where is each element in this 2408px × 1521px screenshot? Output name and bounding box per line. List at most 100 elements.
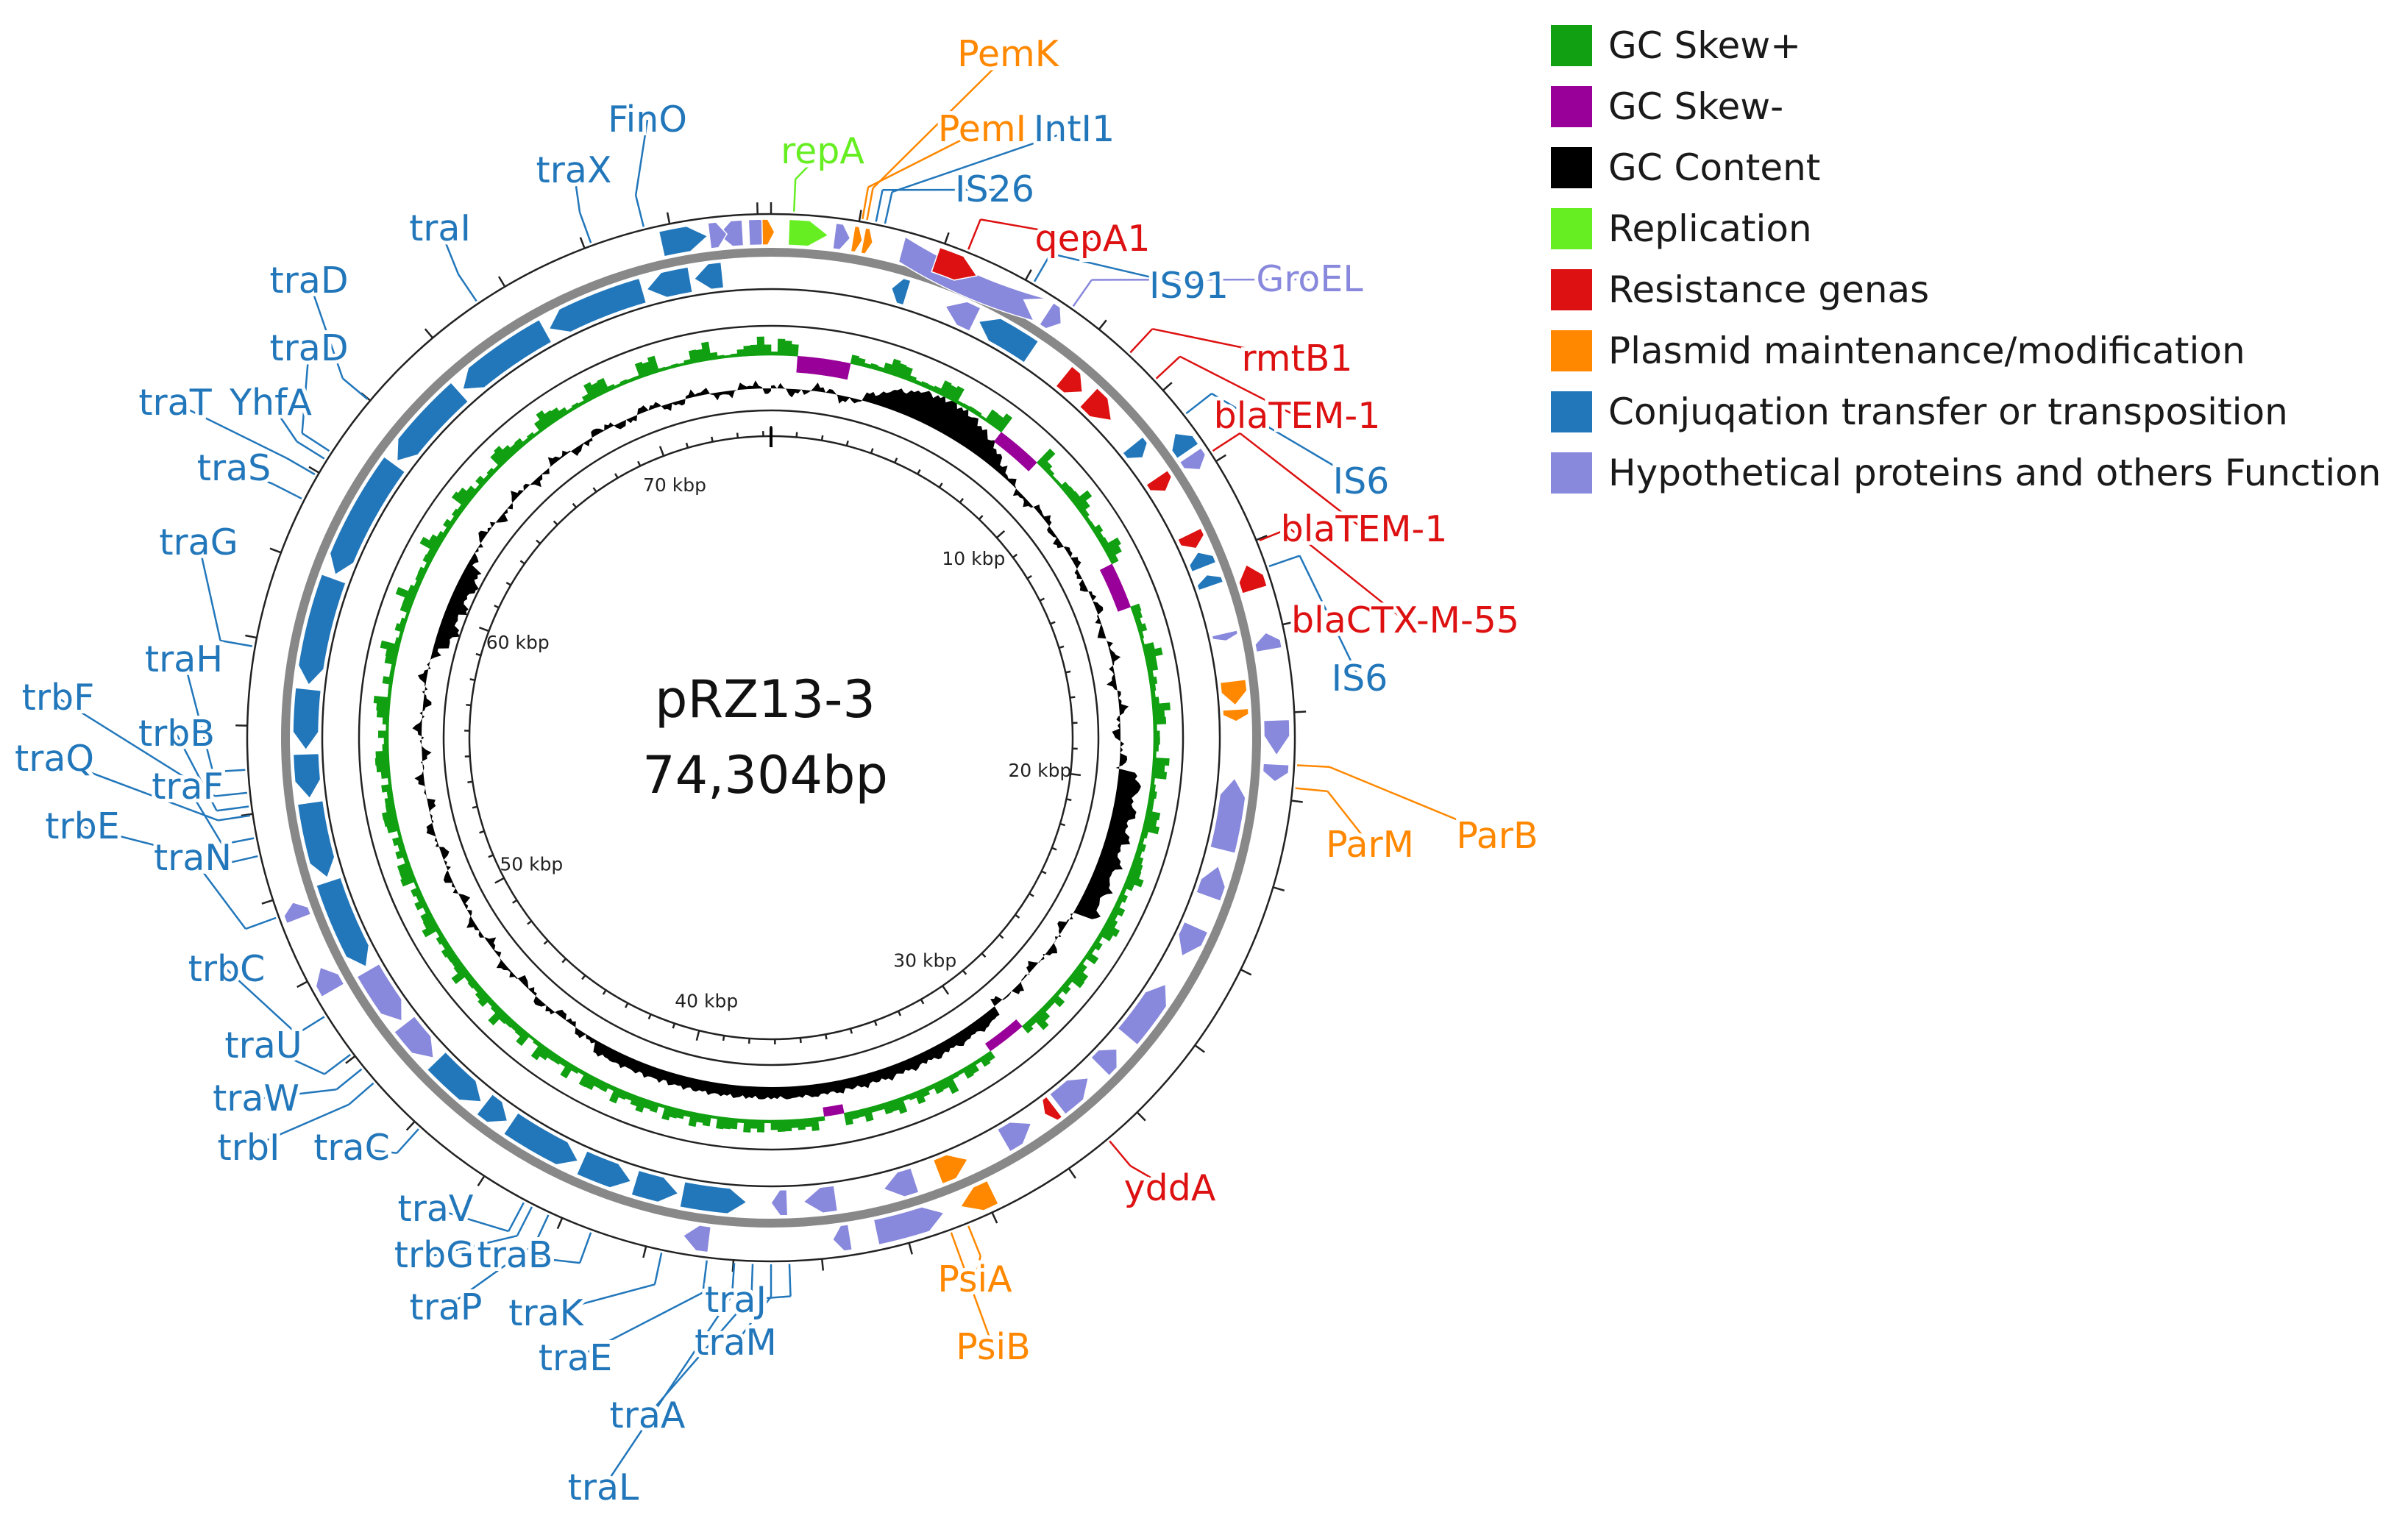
gene-label-pemi: PemI bbox=[938, 108, 1026, 150]
gc-skew-segment bbox=[658, 366, 667, 373]
outer-tick bbox=[1290, 799, 1303, 803]
label-leader bbox=[788, 1264, 792, 1297]
outer-tick bbox=[944, 232, 950, 244]
gc-skew-segment bbox=[743, 1119, 752, 1133]
gc-skew-segment bbox=[1148, 676, 1158, 685]
label-leader bbox=[396, 1128, 419, 1154]
kbp-tick-marks bbox=[235, 202, 1307, 1272]
label-leader bbox=[182, 659, 214, 772]
gc-skew-segment bbox=[635, 1097, 647, 1113]
feature-arrow bbox=[832, 222, 851, 251]
gc-skew-segment bbox=[730, 353, 739, 358]
gc-skew-segment bbox=[729, 1117, 739, 1130]
label-leader bbox=[191, 858, 246, 930]
feature-arrow bbox=[296, 799, 335, 879]
inner-tick bbox=[536, 539, 541, 544]
gc-skew-segment bbox=[1151, 770, 1168, 780]
gene-label-groel: GroEL bbox=[1256, 258, 1363, 300]
feature-arrow bbox=[1121, 435, 1148, 460]
gc-skew-segment bbox=[1101, 537, 1121, 553]
inner-tick bbox=[1050, 621, 1056, 625]
label-leader bbox=[950, 1232, 964, 1264]
gene-label-trah: traH bbox=[145, 638, 223, 680]
inner-tick bbox=[581, 975, 586, 980]
feature-arrow bbox=[787, 218, 830, 247]
gc-skew-segment bbox=[1125, 874, 1144, 888]
label-leader bbox=[967, 1225, 981, 1257]
gc-skew-segment bbox=[984, 1039, 997, 1052]
gc-skew-segment bbox=[475, 475, 487, 488]
gc-skew-segment bbox=[376, 710, 390, 719]
inner-tick bbox=[894, 457, 898, 463]
feature-arrow bbox=[393, 1015, 435, 1059]
gc-skew-segment bbox=[710, 1115, 718, 1119]
plasmid-center-title: pRZ13-3 74,304bp bbox=[642, 669, 888, 805]
feature-arrow bbox=[1209, 777, 1246, 855]
feature-arrow bbox=[1211, 629, 1239, 642]
feature-arrow bbox=[502, 1111, 579, 1166]
inner-tick bbox=[519, 560, 525, 565]
gc-skew-segment bbox=[382, 676, 394, 685]
feature-arrow bbox=[1079, 387, 1112, 421]
gene-label-trac: traC bbox=[313, 1127, 390, 1169]
inner-tick bbox=[695, 1030, 700, 1041]
outer-tick bbox=[424, 328, 434, 339]
gene-label-psia: PsiA bbox=[937, 1258, 1012, 1300]
gc-skew-segment bbox=[1142, 823, 1160, 835]
gc-skew-segment bbox=[400, 874, 417, 887]
label-leader bbox=[221, 837, 255, 846]
gene-label-trap: traP bbox=[410, 1286, 483, 1328]
label-leader bbox=[545, 1283, 656, 1315]
gc-skew-segment bbox=[784, 341, 792, 357]
outer-tick bbox=[1098, 319, 1107, 330]
inner-tick bbox=[873, 1020, 878, 1026]
gc-skew-segment bbox=[1147, 797, 1155, 805]
inner-tick bbox=[820, 435, 824, 441]
feature-arrow bbox=[1054, 365, 1084, 394]
label-leader bbox=[578, 212, 592, 243]
label-leader bbox=[575, 1292, 703, 1360]
gc-skew-segment bbox=[373, 696, 391, 705]
gc-skew-segment bbox=[390, 663, 396, 672]
gc-skew-segment bbox=[863, 1106, 874, 1122]
inner-tick bbox=[870, 448, 874, 454]
label-leader bbox=[213, 769, 246, 773]
gc-skew-segment bbox=[381, 784, 393, 793]
feature-arrow bbox=[645, 266, 694, 299]
label-leader bbox=[1129, 1165, 1171, 1190]
gc-skew-segment bbox=[973, 410, 982, 418]
gene-label-trbi: trbI bbox=[218, 1127, 280, 1169]
gc-skew-segment bbox=[790, 1119, 799, 1128]
gc-skew-segment bbox=[398, 631, 404, 639]
gene-label-blactx-m-55: blaCTX-M-55 bbox=[1291, 599, 1519, 641]
gc-skew-segment bbox=[388, 683, 393, 691]
gene-label-trau: traU bbox=[224, 1025, 302, 1066]
gc-skew-segment bbox=[380, 640, 400, 652]
inner-tick bbox=[849, 1028, 853, 1034]
inner-tick bbox=[1059, 645, 1065, 649]
inner-tick bbox=[475, 652, 481, 657]
feature-arrow bbox=[860, 227, 874, 255]
label-leader bbox=[1268, 555, 1301, 568]
gc-skew-segment bbox=[664, 365, 672, 371]
gc-skew-segment bbox=[770, 1119, 778, 1130]
label-leader bbox=[1288, 527, 1406, 621]
inner-tick bbox=[527, 920, 533, 925]
label-leader bbox=[735, 1295, 791, 1302]
gc-skew-segment bbox=[770, 351, 778, 356]
label-leader bbox=[1326, 791, 1371, 846]
label-leader bbox=[872, 54, 1009, 189]
gc-skew-segment bbox=[475, 988, 487, 1000]
gc-skew-segment bbox=[422, 922, 441, 938]
feature-arrow bbox=[1090, 1048, 1118, 1077]
gc-skew-segment bbox=[723, 355, 731, 359]
label-leader bbox=[226, 969, 298, 1035]
gc-skew-segment bbox=[777, 1119, 786, 1132]
label-leader bbox=[301, 432, 330, 452]
label-leader bbox=[578, 1232, 592, 1264]
gc-skew-segment bbox=[386, 724, 389, 732]
label-leader bbox=[980, 218, 1093, 241]
label-leader bbox=[634, 119, 649, 196]
label-leader bbox=[792, 179, 797, 212]
gc-skew-segment bbox=[1152, 757, 1170, 766]
